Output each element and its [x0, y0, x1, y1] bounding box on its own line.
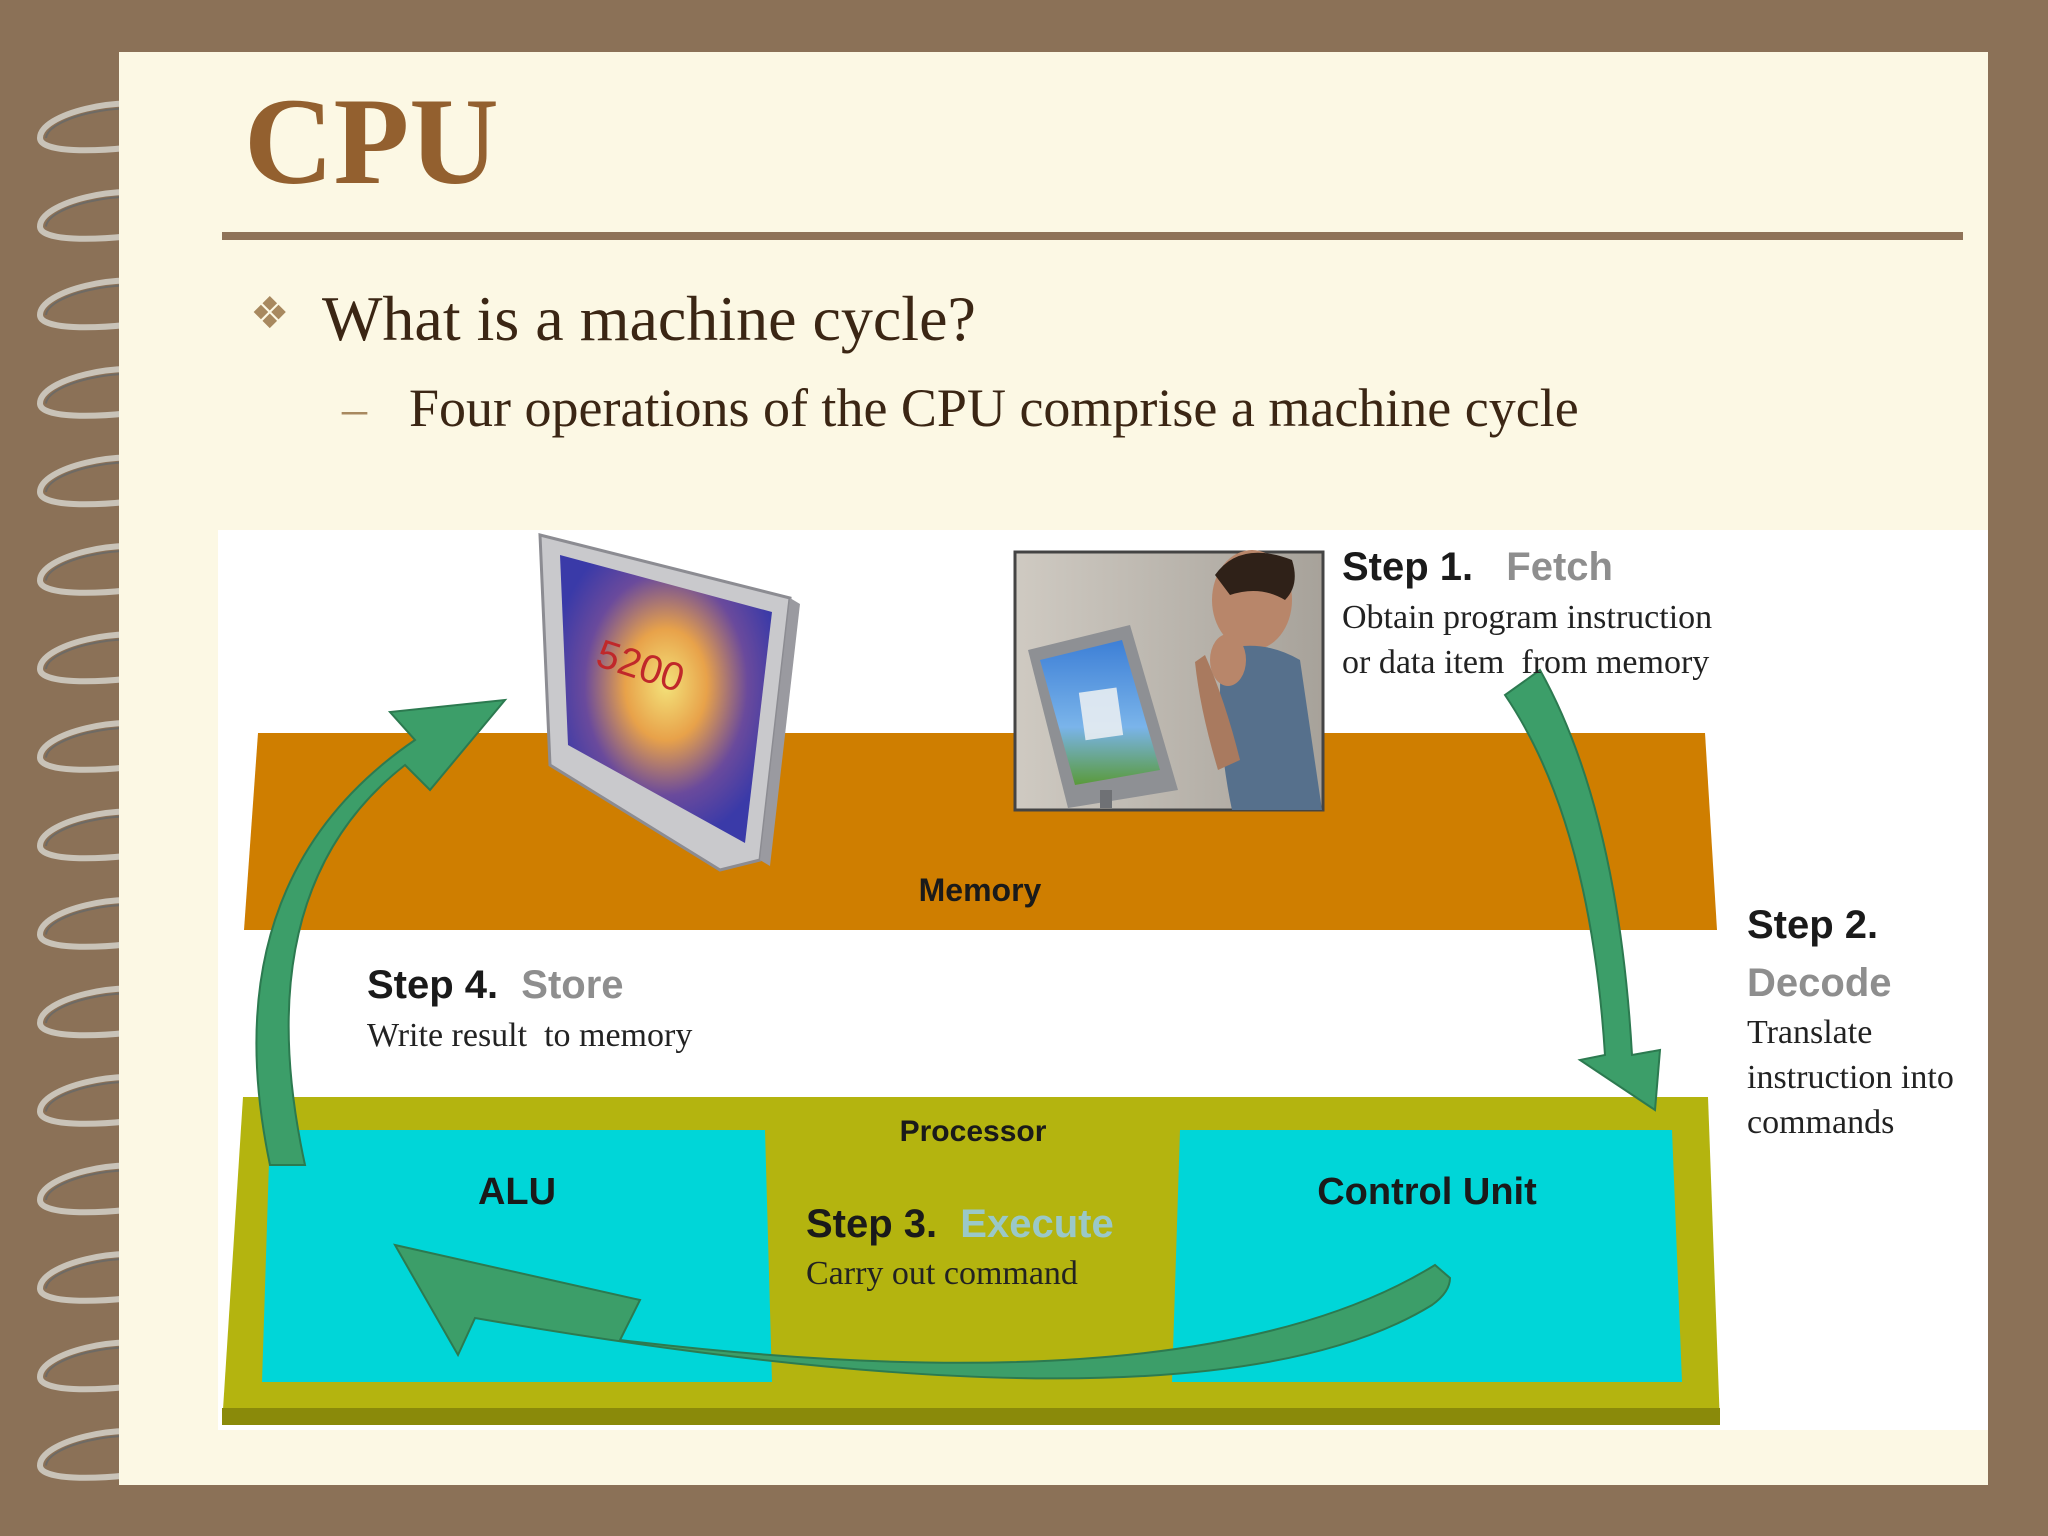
bullet-text: What is a machine cycle?	[322, 283, 976, 354]
svg-text:Step 4. Store: Step 4. Store	[367, 963, 624, 1007]
processor-label: Processor	[900, 1115, 1047, 1148]
monitor-illustration: 5200	[538, 533, 800, 872]
step3-line1: Carry out command	[806, 1255, 1078, 1292]
slide-title: CPU	[244, 73, 499, 210]
title-divider	[222, 232, 1963, 240]
arrow-store	[255, 698, 508, 1166]
arrow-fetch-to-decode	[1503, 668, 1662, 1112]
step4-annotation: Step 4. Store Write result to memory	[367, 963, 692, 1054]
alu-block	[262, 1130, 772, 1382]
control-unit-block	[1172, 1130, 1682, 1382]
step2-line1: Translate	[1747, 1014, 1872, 1051]
cycle-arrows	[255, 668, 1662, 1380]
step2-line2: instruction into	[1747, 1059, 1954, 1096]
sub-bullet-text: Four operations of the CPU comprise a ma…	[409, 378, 1579, 438]
step2-annotation: Step 2. Decode Translate instruction int…	[1747, 903, 1954, 1141]
alu-label: ALU	[478, 1171, 556, 1213]
sub-bullet-dash: –	[342, 380, 367, 436]
step1-line2: or data item from memory	[1342, 644, 1709, 681]
step2-line3: commands	[1747, 1104, 1894, 1141]
step3-annotation: Step 3. Execute Carry out command	[806, 1202, 1114, 1292]
step4-label: Step 4.	[367, 963, 498, 1007]
svg-text:Step 3. Execute: Step 3. Execute	[806, 1202, 1114, 1246]
memory-label: Memory	[919, 872, 1042, 908]
step1-annotation: Step 1. Fetch Obtain program instruction…	[1342, 545, 1712, 681]
step4-name: Store	[521, 963, 623, 1007]
step4-line1: Write result to memory	[367, 1017, 692, 1054]
step3-label: Step 3.	[806, 1202, 937, 1246]
step1-line1: Obtain program instruction	[1342, 599, 1712, 636]
user-photo	[1013, 550, 1325, 812]
step1-name: Fetch	[1506, 545, 1613, 589]
arrow-execute	[393, 1243, 1452, 1380]
step3-name: Execute	[960, 1202, 1113, 1246]
machine-cycle-diagram: Memory Processor ALU Control Unit 5200	[218, 530, 1988, 1430]
step2-name: Decode	[1747, 961, 1892, 1005]
step1-label: Step 1.	[1342, 545, 1473, 589]
step2-label: Step 2.	[1747, 903, 1878, 947]
bullet-diamond-icon: ❖	[250, 288, 290, 339]
control-unit-label: Control Unit	[1317, 1171, 1537, 1213]
svg-text:Step 1. Fetch: Step 1. Fetch	[1342, 545, 1613, 589]
